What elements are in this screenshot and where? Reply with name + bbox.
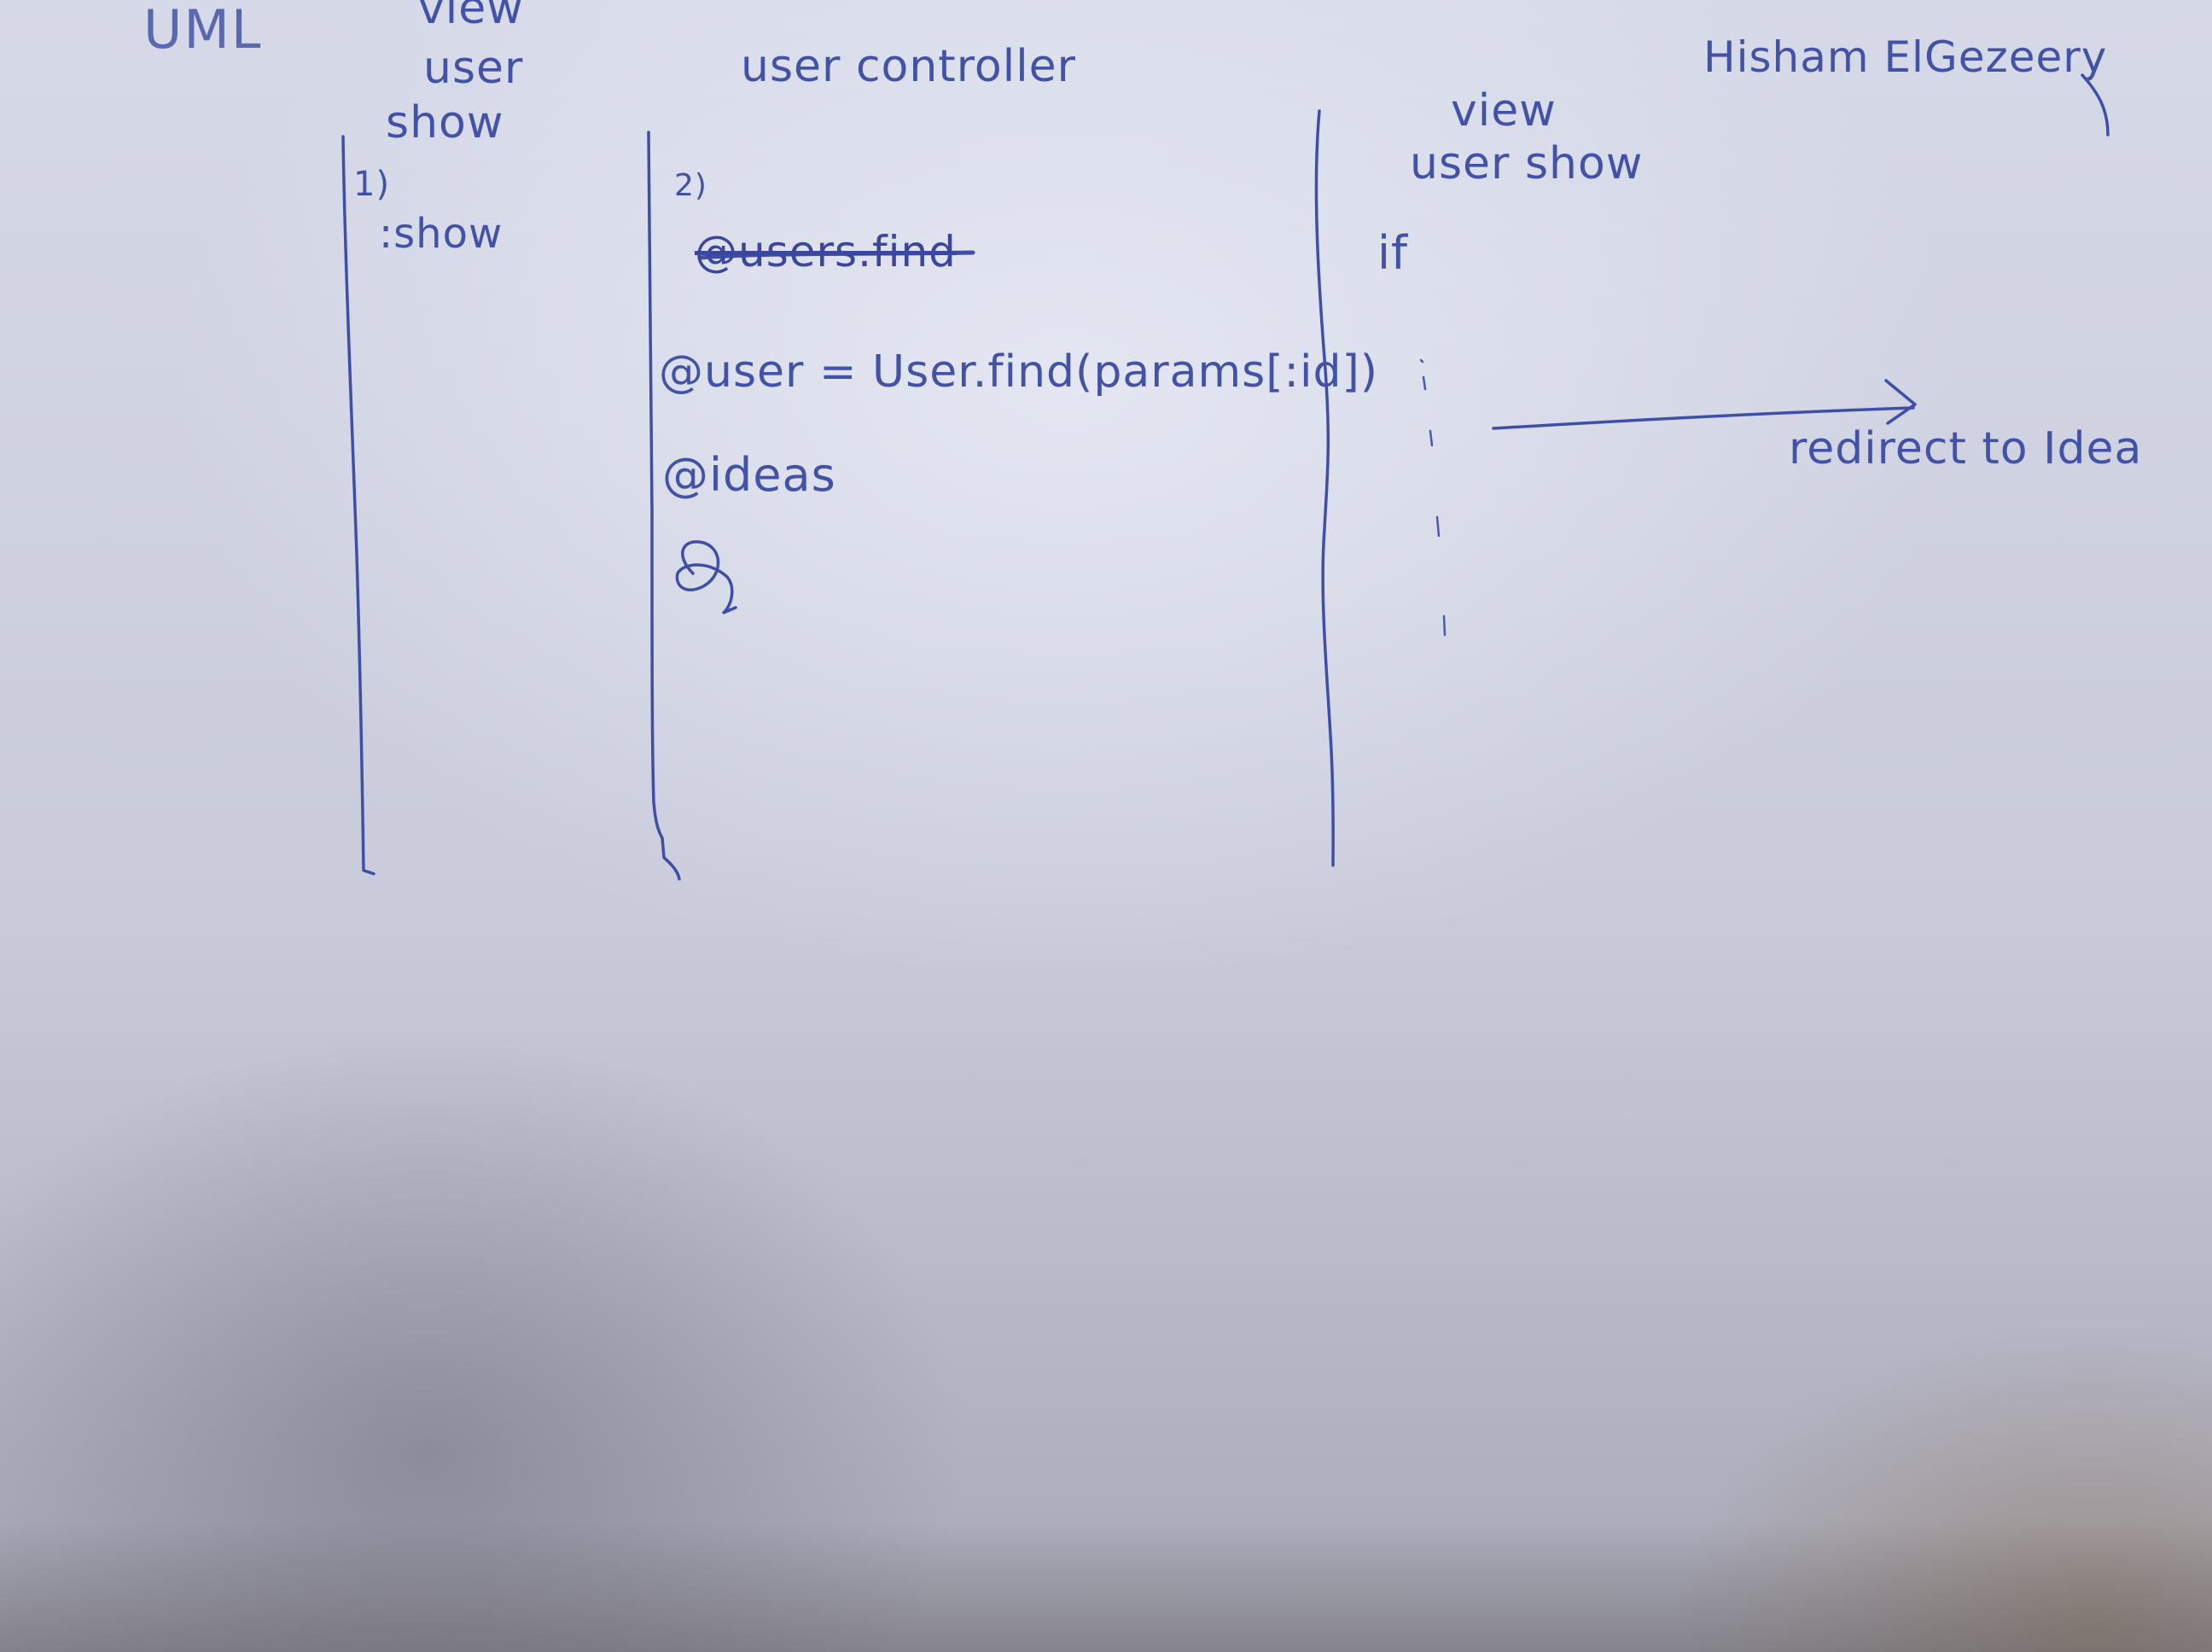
uml-corner-title: UML xyxy=(143,0,263,61)
activation-dot xyxy=(1419,358,1424,364)
step-1-action: :show xyxy=(379,210,504,258)
controller-line-ideas: @ideas xyxy=(662,448,836,502)
redirect-arrow-label: redirect to Idea xyxy=(1789,423,2143,474)
lifeline-left xyxy=(341,135,375,875)
step-2-number: 2) xyxy=(674,168,707,203)
scribble-at-mark xyxy=(675,540,737,614)
struck-line: @users.find xyxy=(695,227,957,276)
step-1-number: 1) xyxy=(353,165,391,204)
table-shadow xyxy=(0,1519,2212,1652)
lifeline-header-left-line2: user xyxy=(423,43,524,94)
lifeline-header-left-line1: view xyxy=(418,0,524,34)
lifeline-header-right-line1: view xyxy=(1451,85,1557,137)
condition-if: if xyxy=(1377,226,1409,280)
activation-dash xyxy=(1435,515,1441,538)
author-name: Hisham ElGezeery xyxy=(1703,32,2108,82)
lifeline-header-right-line2: user show xyxy=(1410,138,1644,189)
lifeline-header-left-line3: show xyxy=(386,97,504,148)
strike-scribble xyxy=(697,250,975,260)
controller-line-user-find: @user = User.find(params[:id]) xyxy=(659,346,1379,398)
lifeline-header-controller: user controller xyxy=(741,41,1077,92)
activation-dash xyxy=(1442,614,1447,637)
activation-dash xyxy=(1422,375,1427,391)
redirect-arrow-shaft xyxy=(1492,406,1915,430)
author-underline-flourish xyxy=(2081,73,2110,137)
lifeline-right xyxy=(1314,109,1335,867)
redirect-arrow-head xyxy=(1884,379,1917,425)
lifeline-controller xyxy=(647,131,681,881)
controller-line-at: @ xyxy=(751,563,753,564)
activation-dash xyxy=(1429,429,1434,447)
